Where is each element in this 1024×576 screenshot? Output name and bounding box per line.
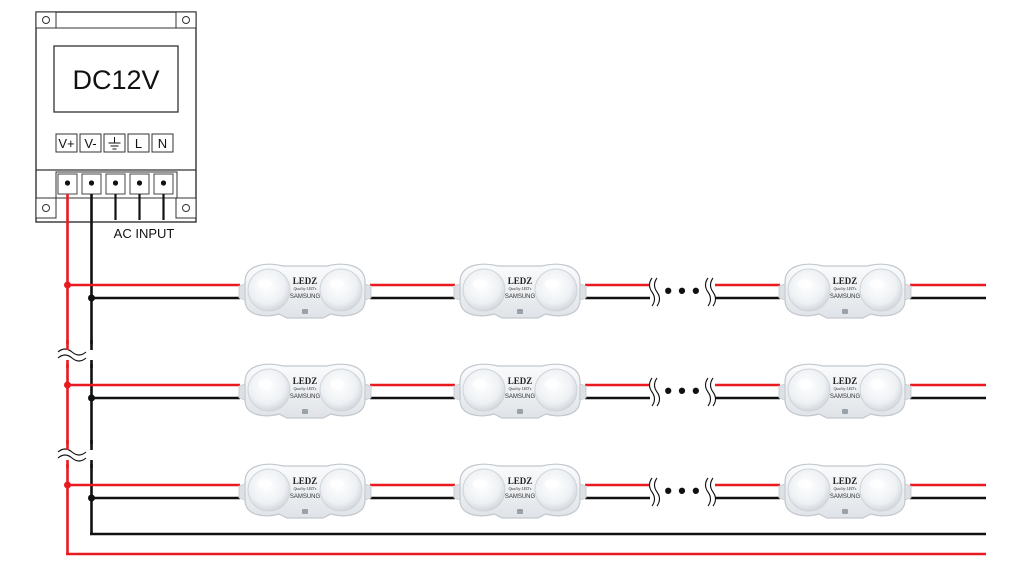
module-brand: LEDZ <box>293 376 318 386</box>
wire-break-symbol-1 <box>56 340 104 368</box>
power-supply: DC12V V+ V- L N <box>35 11 197 241</box>
module-tagline: Quality LED's <box>834 486 857 491</box>
wire-break-symbol <box>709 277 717 307</box>
module-maker: SAMSUNG <box>505 494 536 500</box>
led-module-body <box>778 263 912 319</box>
wire-break-symbol <box>653 477 661 507</box>
module-tagline: Quality LED's <box>294 386 317 391</box>
wire-break-symbol <box>704 277 712 307</box>
module-tagline: Quality LED's <box>509 286 532 291</box>
terminal-block <box>55 171 178 199</box>
module-brand: LEDZ <box>833 276 858 286</box>
module-maker: SAMSUNG <box>830 294 861 300</box>
terminal-labels: V+ V- L N <box>55 133 174 153</box>
module-tagline: Quality LED's <box>834 386 857 391</box>
module-maker: SAMSUNG <box>290 394 321 400</box>
ac-input-label: AC INPUT <box>114 226 175 241</box>
wire-break-symbol <box>704 477 712 507</box>
module-maker: SAMSUNG <box>505 294 536 300</box>
module-maker: SAMSUNG <box>830 494 861 500</box>
led-module-body <box>453 363 587 419</box>
module-tagline: Quality LED's <box>294 486 317 491</box>
module-brand: LEDZ <box>293 476 318 486</box>
wire-break-symbol <box>653 377 661 407</box>
led-module-body <box>238 363 372 419</box>
wire-break-symbol <box>709 377 717 407</box>
led-module-body <box>238 463 372 519</box>
continuation-ellipsis: • • • <box>664 478 699 503</box>
wire-break-symbol-2 <box>56 440 104 468</box>
module-maker: SAMSUNG <box>505 394 536 400</box>
led-module-body <box>778 363 912 419</box>
mount-tab-bottom-left <box>35 197 57 219</box>
wire-break-symbol <box>648 277 656 307</box>
module-tagline: Quality LED's <box>509 386 532 391</box>
terminal-label-v-plus: V+ <box>58 136 74 151</box>
terminal-label-live: L <box>135 136 142 151</box>
continuation-ellipsis: • • • <box>664 278 699 303</box>
mount-tab-top-right <box>175 11 197 29</box>
module-brand: LEDZ <box>508 376 533 386</box>
mount-tab-top-left <box>35 11 57 29</box>
module-maker: SAMSUNG <box>290 294 321 300</box>
module-brand: LEDZ <box>508 276 533 286</box>
wire-break-symbol <box>648 377 656 407</box>
bus-wires <box>56 194 986 556</box>
module-brand: LEDZ <box>833 376 858 386</box>
led-module-body <box>453 463 587 519</box>
terminal-label-neutral: N <box>158 136 167 151</box>
module-brand: LEDZ <box>293 276 318 286</box>
mount-tab-bottom-right <box>175 197 197 219</box>
terminal-label-v-minus: V- <box>84 136 96 151</box>
wire-break-symbol <box>653 277 661 307</box>
module-brand: LEDZ <box>833 476 858 486</box>
module-maker: SAMSUNG <box>830 394 861 400</box>
module-maker: SAMSUNG <box>290 494 321 500</box>
voltage-label: DC12V <box>72 65 159 95</box>
module-tagline: Quality LED's <box>834 286 857 291</box>
wire-break-symbol <box>648 477 656 507</box>
led-module-body <box>778 463 912 519</box>
wire-break-symbol <box>704 377 712 407</box>
psu-display <box>53 45 179 113</box>
module-brand: LEDZ <box>508 476 533 486</box>
module-tagline: Quality LED's <box>509 486 532 491</box>
led-module-body <box>238 263 372 319</box>
ground-icon <box>108 137 121 150</box>
led-module-body <box>453 263 587 319</box>
wire-break-symbol <box>709 477 717 507</box>
module-tagline: Quality LED's <box>294 286 317 291</box>
continuation-ellipsis: • • • <box>664 378 699 403</box>
